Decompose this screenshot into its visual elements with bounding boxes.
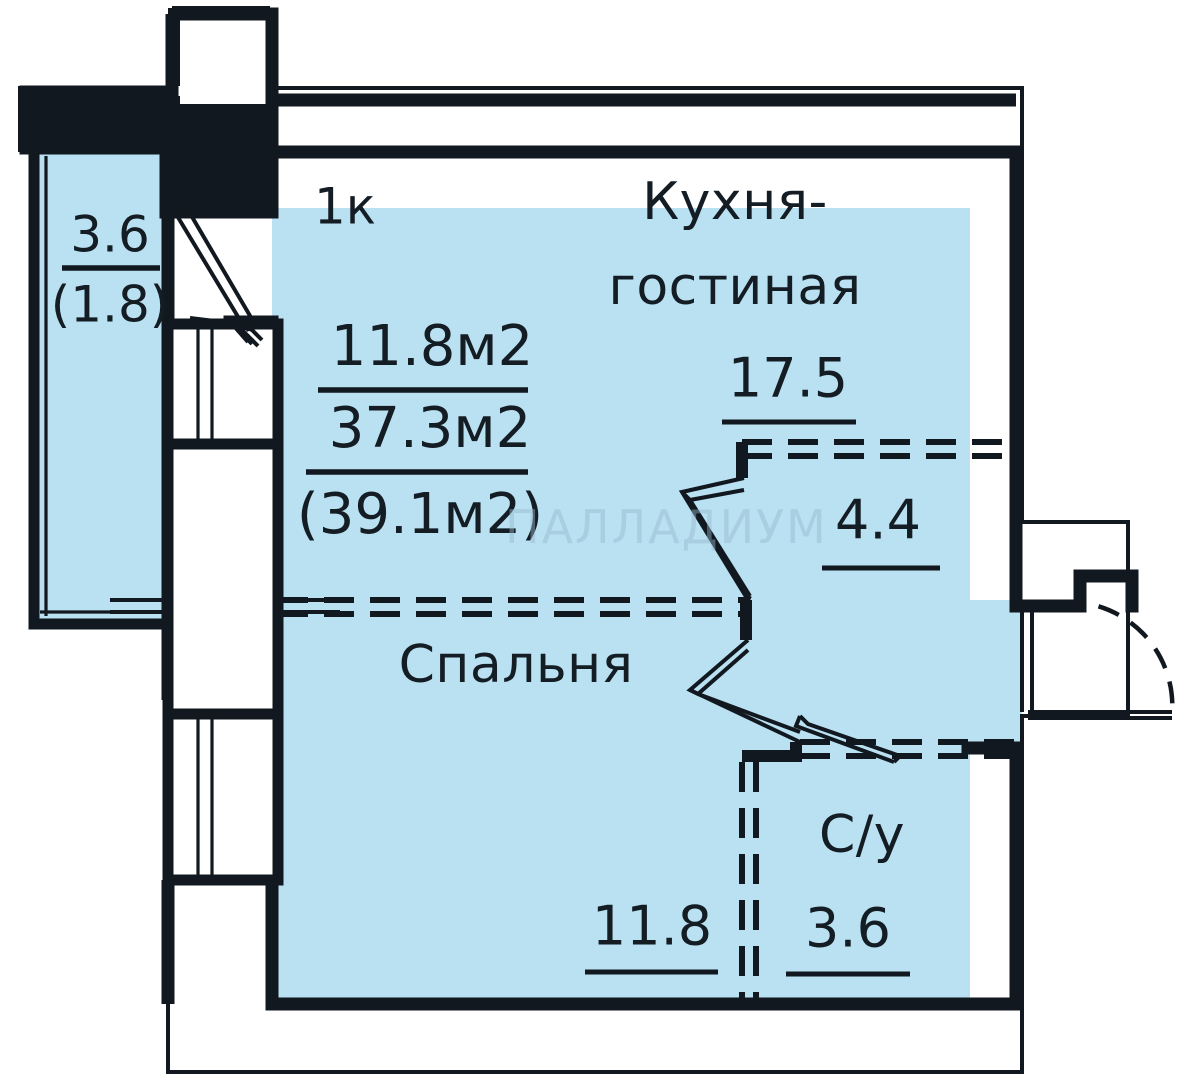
window-left-upper <box>162 318 284 450</box>
label-bathroom-name: С/у <box>819 805 905 865</box>
label-balcony-area: 3.6 <box>70 206 150 264</box>
door-entrance-leaf <box>1028 710 1172 720</box>
wall-balcony-outer <box>28 152 168 630</box>
wall-entry-notch <box>172 7 1016 107</box>
door-entrance <box>1020 599 1175 720</box>
doors <box>170 208 1175 764</box>
label-balcony-area-reduced: (1.8) <box>51 276 170 334</box>
door-bathroom <box>793 714 902 764</box>
label-bathroom-area: 3.6 <box>805 897 891 960</box>
labels: 1к Кухня- гостиная 17.5 3.6 (1.8) 11.8м2… <box>51 172 940 977</box>
window-left-mid <box>162 438 284 720</box>
label-bedroom-name: Спальня <box>399 635 634 695</box>
label-kitchen-living-line2: гостиная <box>609 257 862 317</box>
label-kitchen-living-area: 17.5 <box>728 347 848 410</box>
door-bedroom-hall <box>686 638 801 744</box>
label-total-with-balcony: (39.1м2) <box>297 482 543 547</box>
label-hall-area: 4.4 <box>835 489 921 552</box>
window-left-mid-sill-outer <box>110 598 168 614</box>
door-balcony-leaf <box>174 208 258 332</box>
label-bedroom-area: 11.8 <box>592 895 712 958</box>
wall-entrance-recess <box>1009 569 1139 613</box>
label-apartment-type: 1к <box>314 178 376 236</box>
door-kitchen-hall <box>678 476 752 602</box>
walls <box>19 7 1139 1011</box>
label-kitchen-living-line1: Кухня- <box>642 172 828 232</box>
window-left-lower <box>162 708 284 886</box>
wall-bath-corner-stub <box>742 742 802 762</box>
interior-partitions <box>278 439 1016 1000</box>
door-entrance-swing-arc <box>1027 599 1175 715</box>
wall-left-top-shelf <box>19 14 179 155</box>
label-total-area: 37.3м2 <box>329 396 532 461</box>
label-living-area: 11.8м2 <box>331 314 534 379</box>
